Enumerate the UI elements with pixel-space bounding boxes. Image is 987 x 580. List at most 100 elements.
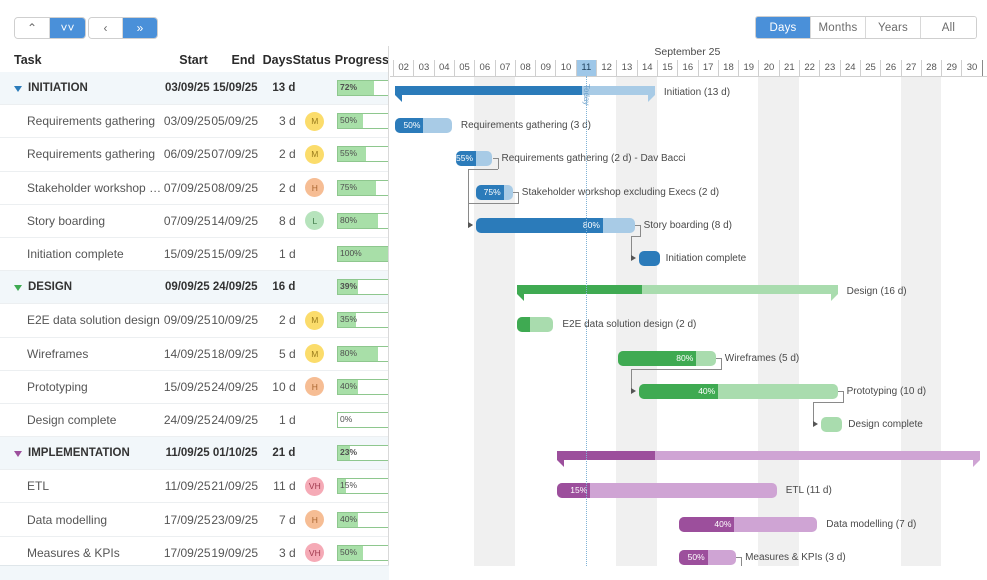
task-bar[interactable]: 40%	[679, 516, 818, 532]
progress-bar[interactable]: 72%	[337, 80, 390, 97]
progress-bar[interactable]: 75%	[337, 179, 389, 196]
task-bar[interactable]: 15%	[557, 483, 777, 499]
progress-bar[interactable]: 100%	[337, 246, 389, 263]
timeline-day-header[interactable]: 14	[636, 60, 657, 76]
progress-bar[interactable]: 80%	[337, 212, 389, 229]
nav-next-icon[interactable]: »	[123, 18, 157, 38]
timeline-day-header[interactable]: 18	[717, 60, 738, 76]
timeline-day-header[interactable]: 13	[616, 60, 636, 76]
collapse-expand-button-group[interactable]: ⌃˅˅	[14, 17, 86, 39]
progress-bar[interactable]: 55%	[337, 146, 389, 163]
progress-bar[interactable]: 40%	[337, 378, 389, 395]
progress-bar[interactable]: 15%	[337, 478, 389, 495]
task-bar[interactable]: 50%	[395, 118, 452, 134]
progress-bar[interactable]: 50%	[337, 544, 389, 561]
timeline-day-header[interactable]: 28	[920, 60, 941, 76]
timeline-day-header[interactable]: 20	[758, 60, 778, 76]
timeline-day-header[interactable]: 01	[981, 60, 987, 76]
timeline-day-header[interactable]: 17	[697, 60, 718, 76]
timeline-day-header[interactable]: 27	[900, 60, 921, 76]
status-badge[interactable]: L	[305, 211, 325, 231]
column-header-status[interactable]: Status	[292, 53, 331, 67]
timescale-option-all[interactable]: All	[921, 17, 976, 38]
collapse-triangle-icon[interactable]	[14, 285, 22, 292]
timeline-day-header[interactable]: 10	[555, 60, 575, 76]
collapse-triangle-icon[interactable]	[14, 86, 22, 93]
progress-bar[interactable]: 0%	[337, 411, 389, 428]
column-header-progress[interactable]: Progress	[334, 53, 389, 67]
timeline-day-header[interactable]: 26	[880, 60, 900, 76]
summary-bar[interactable]	[516, 285, 838, 302]
timeline-day-header[interactable]: 22	[799, 60, 819, 76]
timeline-day-header[interactable]: 19	[738, 60, 758, 76]
progress-bar[interactable]: 35%	[337, 312, 389, 329]
column-header-end[interactable]: End	[231, 53, 256, 67]
status-badge[interactable]: M	[305, 111, 325, 131]
task-bar[interactable]: 50%	[679, 549, 737, 565]
progress-bar[interactable]: 39%	[337, 279, 390, 296]
navigation-button-group[interactable]: ‹»	[88, 17, 158, 39]
summary-bar[interactable]	[395, 86, 655, 102]
timeline-day-header[interactable]: 07	[494, 60, 515, 76]
timeline-day-header[interactable]: 25	[859, 60, 880, 76]
timeline-day-header[interactable]: 08	[514, 60, 535, 76]
column-header-start[interactable]: Start	[179, 53, 208, 67]
status-badge[interactable]: M	[305, 310, 325, 330]
timeline-day-header[interactable]: 04	[433, 60, 454, 76]
timeline-day-header[interactable]: 23	[819, 60, 839, 76]
timeline-day-header[interactable]: 29	[941, 60, 961, 76]
collapse-all-icon[interactable]: ⌃	[15, 18, 50, 38]
timeline-day-header[interactable]: 11	[575, 60, 596, 76]
task-bar[interactable]: 40%	[638, 383, 838, 399]
timescale-option-days[interactable]: Days	[756, 17, 811, 38]
status-badge[interactable]: M	[305, 144, 325, 164]
timeline-day-header[interactable]: 09	[535, 60, 555, 76]
expand-all-icon[interactable]: ˅˅	[50, 18, 85, 38]
task-bar[interactable]: 80%	[476, 217, 635, 233]
status-badge[interactable]: VH	[305, 543, 325, 563]
timescale-option-years[interactable]: Years	[866, 17, 921, 38]
column-header-task[interactable]: Task	[14, 53, 42, 67]
milestone-marker[interactable]	[821, 417, 843, 432]
timeline-day-header[interactable]: 05	[453, 60, 474, 76]
timescale-option-months[interactable]: Months	[811, 17, 866, 38]
column-header-days[interactable]: Days	[262, 53, 293, 67]
timeline-day-header[interactable]: 12	[596, 60, 616, 76]
milestone-marker[interactable]	[638, 251, 660, 266]
task-bar[interactable]	[516, 317, 554, 333]
summary-bar[interactable]	[557, 451, 980, 468]
progress-bar[interactable]: 50%	[337, 113, 389, 130]
task-bar[interactable]: 80%	[618, 350, 716, 366]
progress-bar[interactable]: 80%	[337, 345, 389, 362]
status-badge[interactable]: H	[305, 178, 325, 198]
collapse-triangle-icon[interactable]	[14, 451, 22, 458]
status-badge[interactable]: H	[305, 510, 325, 530]
timeline-day-header[interactable]: 06	[474, 60, 494, 76]
task-bar[interactable]: 55%	[455, 151, 493, 167]
status-badge[interactable]: H	[305, 377, 325, 397]
progress-bar[interactable]: 40%	[337, 511, 389, 528]
task-bar[interactable]: 75%	[476, 184, 513, 200]
timeline-day-header[interactable]: 24	[839, 60, 860, 76]
horizontal-scrollbar[interactable]	[390, 566, 987, 580]
progress-bar[interactable]: 23%	[337, 445, 390, 462]
timeline-day-header[interactable]: 16	[677, 60, 697, 76]
timeline-day-header[interactable]: 21	[778, 60, 799, 76]
timeline-day-header[interactable]: 02	[393, 60, 413, 76]
